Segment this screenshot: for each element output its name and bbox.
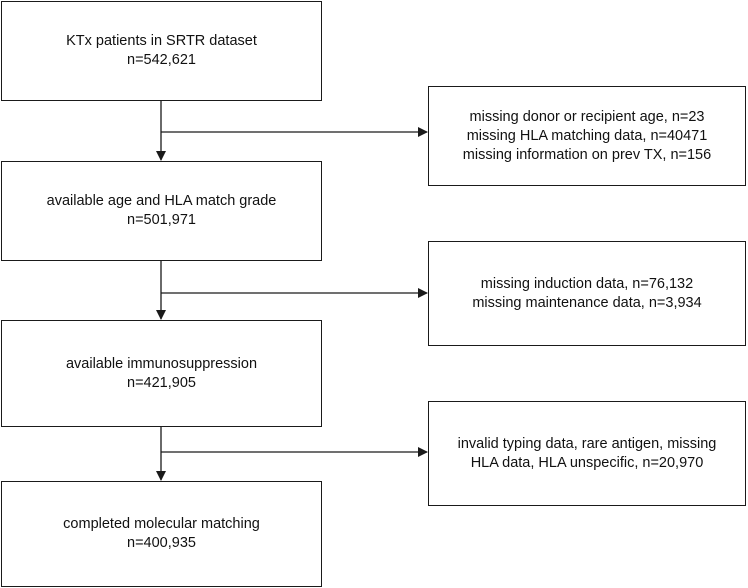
step-count: n=542,621 [127, 52, 196, 68]
exclusion-line: missing information on prev TX, n=156 [462, 146, 712, 163]
step-label: KTx patients in SRTR dataset [66, 33, 257, 49]
exclusion-line: missing induction data, n=76,132 [480, 275, 694, 292]
exclusion-line: missing maintenance data, n=3,934 [472, 294, 702, 311]
step-box-ktx-patients: KTx patients in SRTR dataset n=542,621 [1, 1, 322, 101]
step-box-molecular-matching: completed molecular matching n=400,935 [1, 481, 322, 587]
exclusion-line: missing donor or recipient age, n=23 [469, 108, 705, 125]
exclusion-box-3: invalid typing data, rare antigen, missi… [428, 401, 746, 506]
exclusion-line: HLA data, HLA unspecific, n=20,970 [470, 454, 704, 471]
exclusion-box-1: missing donor or recipient age, n=23 mis… [428, 86, 746, 186]
step-label: completed molecular matching [63, 516, 260, 532]
exclusion-line: missing HLA matching data, n=40471 [466, 127, 708, 144]
step-count: n=501,971 [127, 212, 196, 228]
step-box-immunosuppression: available immunosuppression n=421,905 [1, 320, 322, 427]
exclusion-line: invalid typing data, rare antigen, missi… [457, 435, 717, 452]
step-label: available age and HLA match grade [46, 193, 277, 209]
step-label: available immunosuppression [65, 355, 258, 372]
exclusion-box-2: missing induction data, n=76,132 missing… [428, 241, 746, 346]
step-count: n=421,905 [127, 374, 196, 391]
step-box-age-hla: available age and HLA match grade n=501,… [1, 161, 322, 261]
step-count: n=400,935 [127, 535, 196, 551]
